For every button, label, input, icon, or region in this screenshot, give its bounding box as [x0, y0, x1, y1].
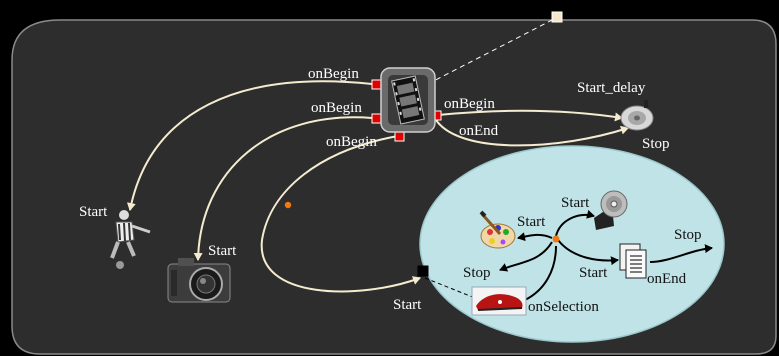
entry-square[interactable] — [418, 266, 428, 276]
label-onbegin-3: onBegin — [326, 134, 377, 150]
label-start-disc: Start — [561, 195, 589, 211]
port-onbegin-3[interactable] — [395, 132, 404, 141]
label-onend-document: onEnd — [647, 271, 686, 287]
label-stop-right: Stop — [674, 227, 702, 243]
label-start-document: Start — [579, 265, 607, 281]
hub-point[interactable] — [553, 236, 560, 243]
anchor-square[interactable] — [552, 12, 562, 22]
port-onbegin-2[interactable] — [372, 114, 381, 123]
label-onbegin-4: onBegin — [444, 96, 495, 112]
camera-icon[interactable] — [168, 258, 230, 302]
label-onbegin-2: onBegin — [311, 100, 362, 116]
label-onbegin-1: onBegin — [308, 66, 359, 82]
label-onend-1: onEnd — [459, 123, 498, 139]
label-stop-speaker: Stop — [642, 136, 670, 152]
label-onselection: onSelection — [528, 299, 599, 315]
waypoint-orange[interactable] — [285, 202, 291, 208]
shoe-icon[interactable] — [472, 287, 526, 315]
label-start-palette: Start — [517, 214, 545, 230]
label-stop-left: Stop — [463, 265, 491, 281]
label-start-player: Start — [79, 204, 107, 220]
label-start-bottom: Start — [393, 297, 421, 313]
port-onbegin-1[interactable] — [372, 80, 381, 89]
label-start-delay: Start_delay — [577, 80, 645, 96]
film-strip-icon[interactable] — [381, 68, 435, 132]
label-start-camera: Start — [208, 243, 236, 259]
